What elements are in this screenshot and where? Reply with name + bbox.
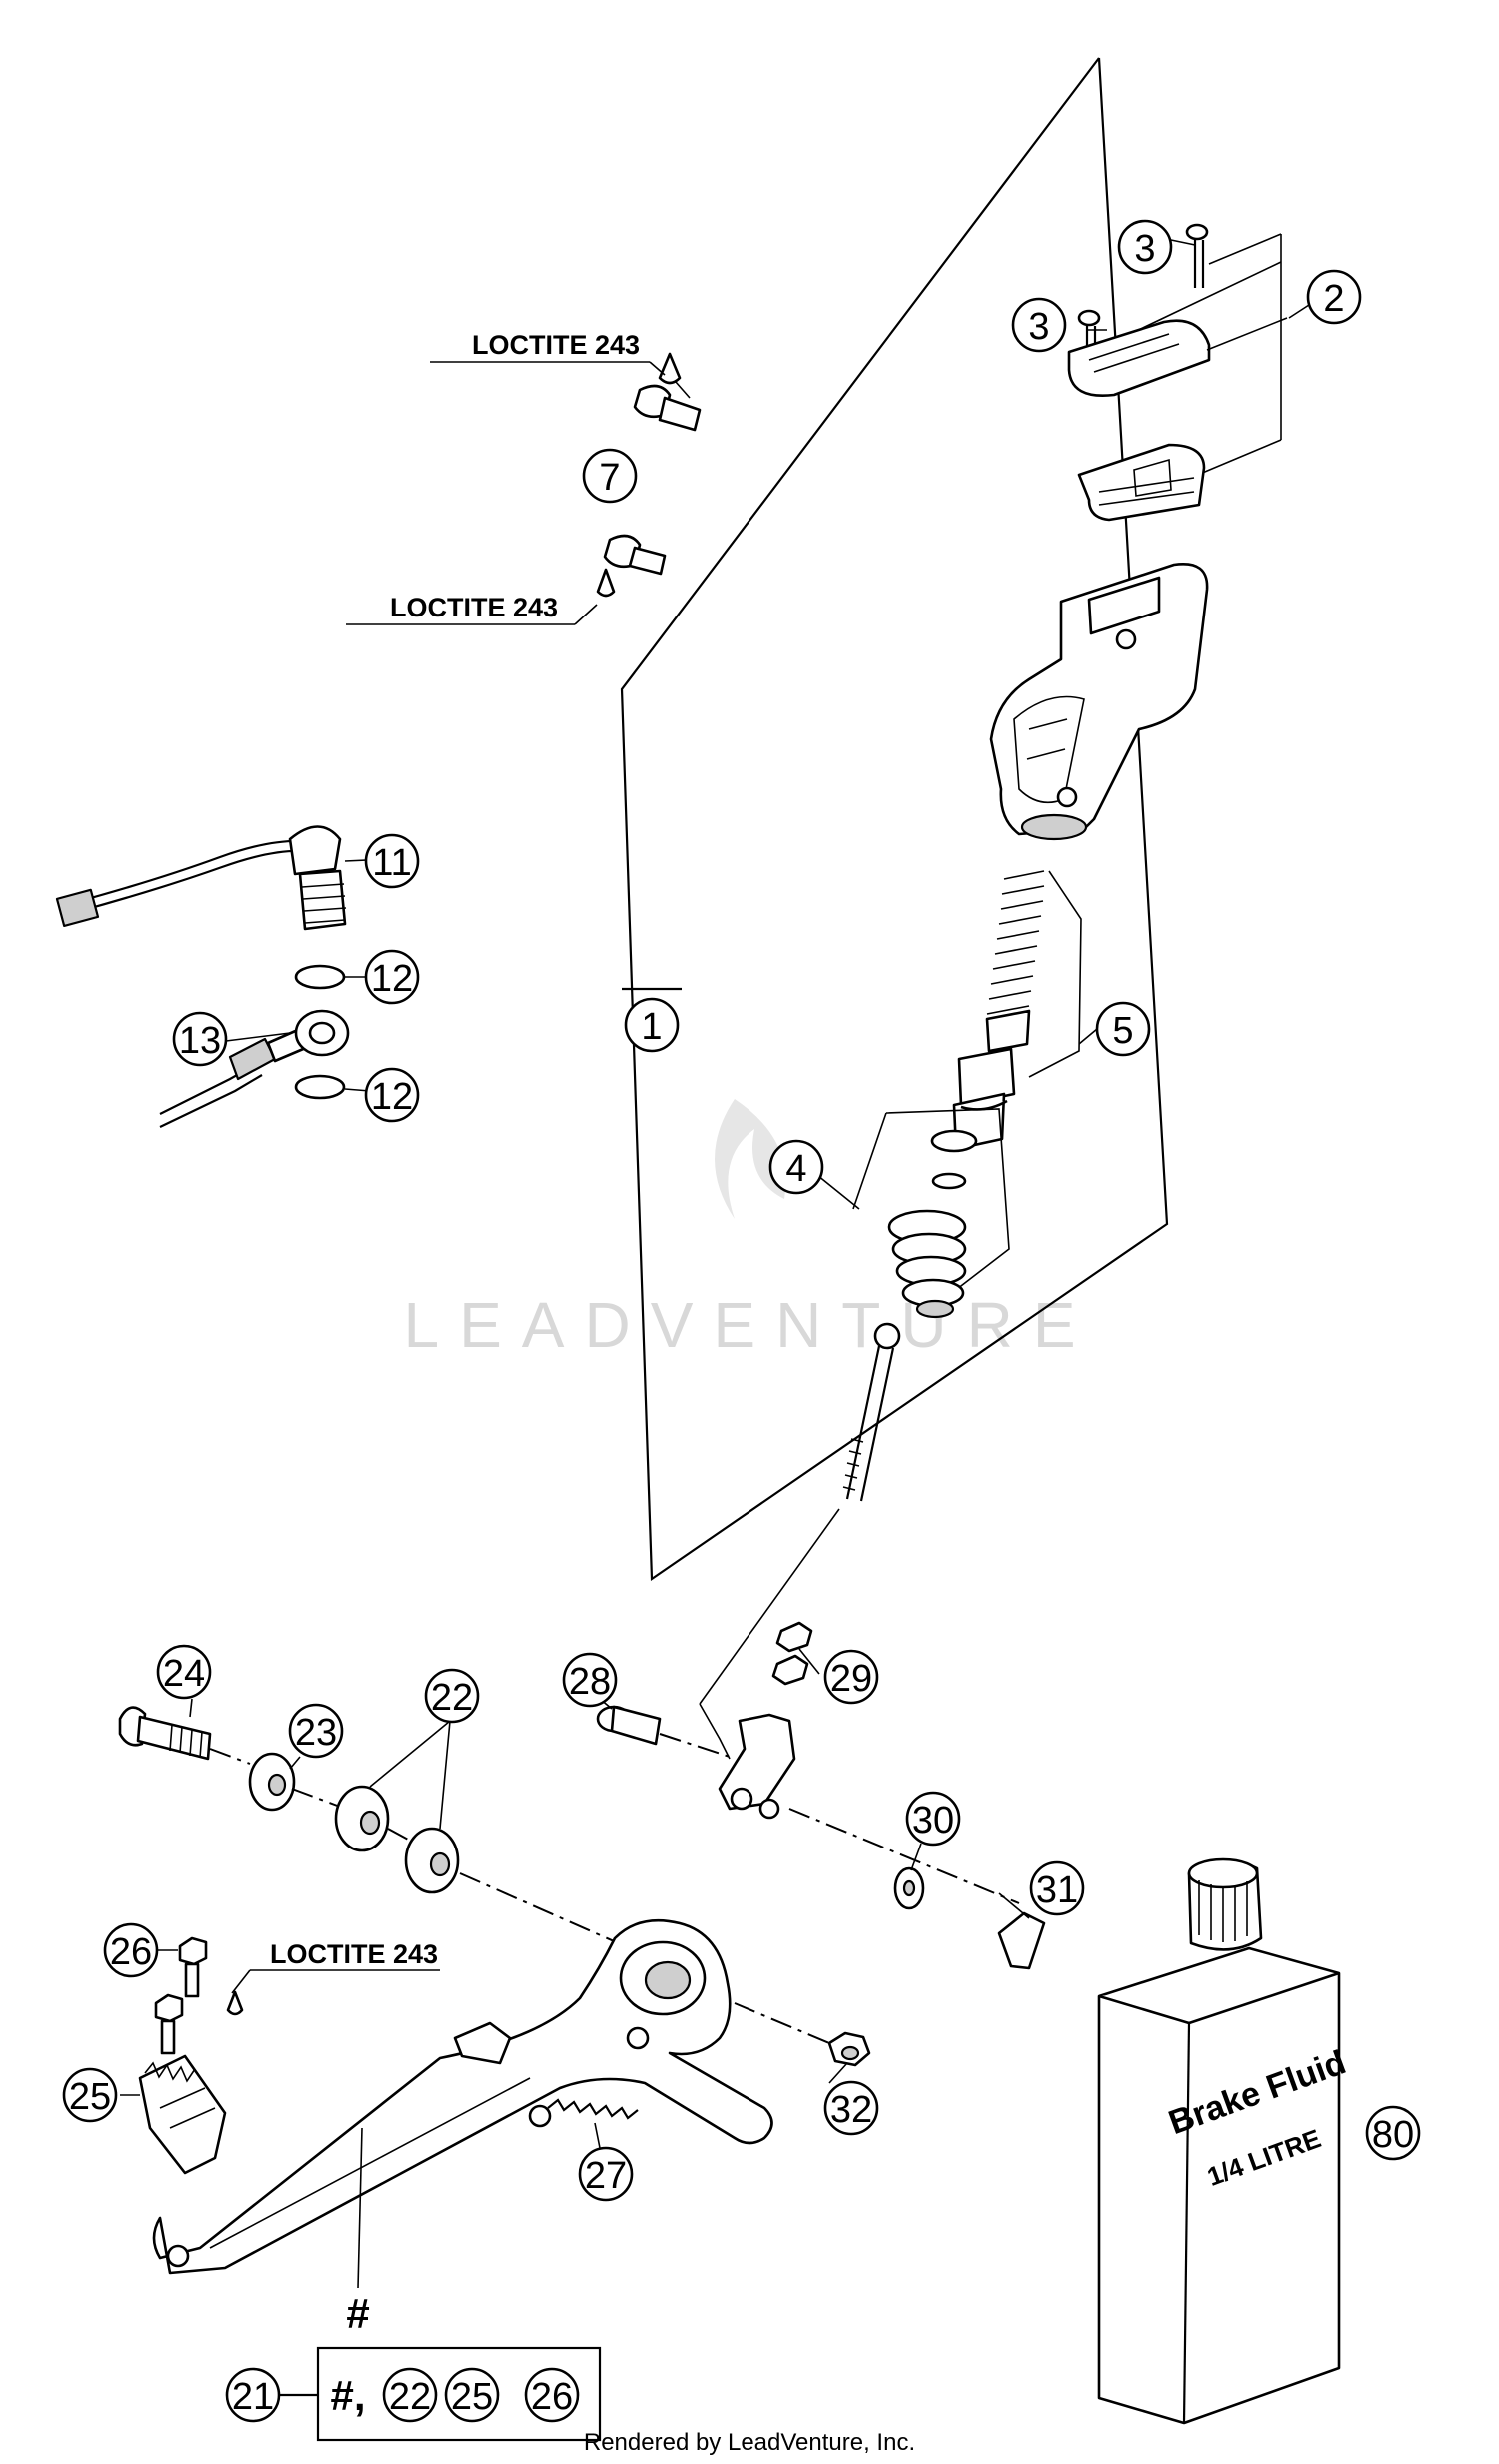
sealing-washers <box>294 964 346 1100</box>
callout-1: 1 <box>624 997 680 1053</box>
svg-text:80: 80 <box>1372 2114 1414 2156</box>
loctite-drop-icon <box>596 568 616 598</box>
footer-credit: Rendered by LeadVenture, Inc. <box>584 2429 915 2456</box>
callout-11: 11 <box>364 833 420 889</box>
svg-text:29: 29 <box>830 1658 872 1700</box>
svg-text:5: 5 <box>1112 1010 1133 1052</box>
callout-12a: 12 <box>364 949 420 1005</box>
callout-2: 2 <box>1306 269 1362 325</box>
svg-text:26: 26 <box>110 1931 152 1973</box>
brake-fluid-bottle: Brake Fluid 1/4 LITRE <box>1097 1857 1351 2425</box>
watermark: LEADVENTURE <box>404 1099 1096 1361</box>
push-rod <box>699 1322 901 1705</box>
svg-text:23: 23 <box>295 1712 337 1754</box>
svg-text:LOCTITE 243: LOCTITE 243 <box>270 1939 438 1969</box>
master-cylinder-body <box>989 562 1209 841</box>
svg-text:12: 12 <box>371 1076 413 1118</box>
callout-22a: 22 <box>424 1668 480 1724</box>
brake-pedal: # <box>152 1918 773 2337</box>
svg-text:3: 3 <box>1028 306 1049 348</box>
callout-23: 23 <box>288 1703 344 1759</box>
callout-21: 21 <box>225 2367 281 2423</box>
svg-text:7: 7 <box>599 457 620 499</box>
callout-3a: 3 <box>1117 219 1173 275</box>
callout-32: 32 <box>823 2080 879 2136</box>
svg-text:22: 22 <box>431 1677 473 1719</box>
loctite-drop-icon <box>658 352 682 385</box>
svg-text:3: 3 <box>1134 228 1155 270</box>
pivot-pin <box>596 1705 1020 1904</box>
svg-text:LOCTITE 243: LOCTITE 243 <box>472 330 640 360</box>
cotter-pin <box>997 1911 1046 1970</box>
brake-hose <box>159 1009 350 1128</box>
watermark-text: LEADVENTURE <box>404 1289 1096 1361</box>
kit-box: #, <box>280 2346 602 2442</box>
reservoir-diaphragm <box>1077 443 1206 522</box>
svg-text:24: 24 <box>163 1653 205 1695</box>
svg-text:28: 28 <box>569 1661 611 1703</box>
screw-head-icon <box>1077 309 1101 327</box>
callout-26b: 26 <box>524 2367 580 2423</box>
svg-text:27: 27 <box>585 2155 627 2197</box>
svg-text:4: 4 <box>785 1148 806 1190</box>
callout-29: 29 <box>823 1649 879 1705</box>
callout-25b: 25 <box>444 2367 500 2423</box>
seal-kit <box>852 1108 1010 1319</box>
svg-text:1: 1 <box>641 1006 662 1048</box>
callout-80: 80 <box>1365 2105 1421 2161</box>
svg-text:13: 13 <box>179 1020 221 1062</box>
loctite-note-top: LOCTITE 243 <box>430 330 666 376</box>
pivot-bolt-stack <box>118 1706 631 1949</box>
pedal-nut <box>734 2002 871 2067</box>
bolt-parts-7 <box>596 352 702 598</box>
callout-31: 31 <box>1029 1860 1085 1916</box>
loctite-drop-icon <box>226 1990 244 2016</box>
svg-text:2: 2 <box>1323 278 1344 320</box>
callout-4: 4 <box>768 1139 824 1195</box>
master-cylinder-frame <box>620 57 1169 1582</box>
svg-text:32: 32 <box>830 2089 872 2131</box>
callout-12b: 12 <box>364 1067 420 1123</box>
svg-text:21: 21 <box>232 2376 274 2418</box>
callout-22b: 22 <box>382 2367 438 2423</box>
pedal-hash-mark: # <box>346 2290 369 2337</box>
brake-light-switch <box>55 825 347 931</box>
reservoir-cover <box>1067 317 1288 397</box>
svg-text:LOCTITE 243: LOCTITE 243 <box>390 593 558 622</box>
svg-text:31: 31 <box>1036 1869 1078 1911</box>
callout-27: 27 <box>578 2146 634 2202</box>
kit-box-frame <box>316 2346 602 2442</box>
screw-head-icon <box>1185 223 1209 241</box>
callout-30: 30 <box>905 1791 961 1847</box>
callout-28: 28 <box>562 1652 618 1708</box>
svg-text:26: 26 <box>531 2376 573 2418</box>
callout-13: 13 <box>172 1011 228 1067</box>
kit-hash-prefix: #, <box>330 2372 365 2419</box>
svg-text:25: 25 <box>451 2376 493 2418</box>
washer-30 <box>893 1866 925 1910</box>
svg-text:11: 11 <box>372 842 411 884</box>
loctite-note-mid: LOCTITE 243 <box>346 593 598 625</box>
clevis-assembly <box>699 1621 813 1820</box>
callout-24: 24 <box>156 1644 212 1700</box>
svg-text:30: 30 <box>912 1800 954 1842</box>
pedal-tip <box>138 2054 227 2175</box>
callout-26a: 26 <box>103 1922 159 1978</box>
callout-25a: 25 <box>62 2067 118 2123</box>
pedal-tip-bolts <box>154 1936 244 2055</box>
return-spring <box>528 2026 650 2128</box>
callout-3b: 3 <box>1011 297 1067 353</box>
svg-text:12: 12 <box>371 958 413 1000</box>
svg-text:25: 25 <box>69 2076 111 2118</box>
callout-7: 7 <box>582 448 638 504</box>
loctite-note-bottom: LOCTITE 243 <box>231 1939 440 1994</box>
piston-assembly <box>952 870 1082 1151</box>
svg-text:22: 22 <box>389 2376 431 2418</box>
leader-lines <box>120 239 1310 2149</box>
callout-5: 5 <box>1095 1001 1151 1057</box>
